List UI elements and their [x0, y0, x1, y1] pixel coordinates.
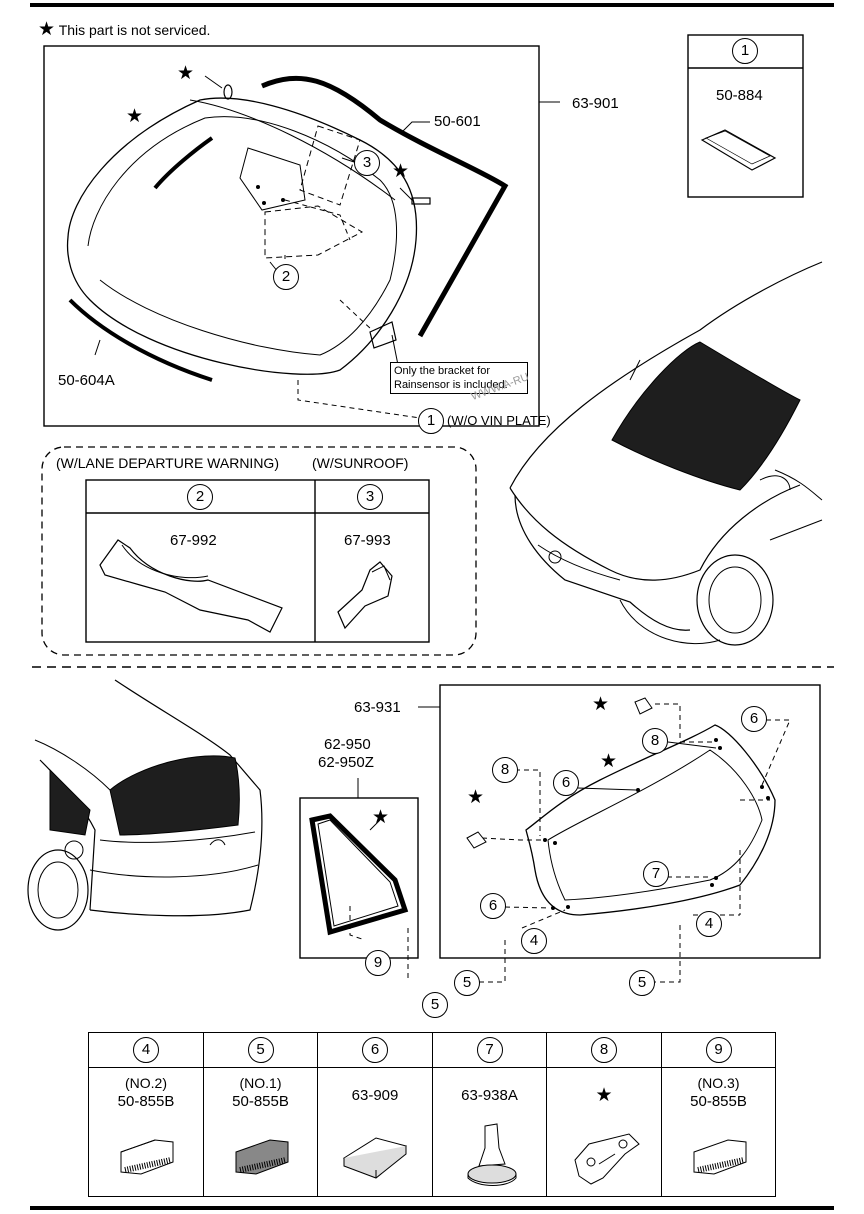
callout-6: 6 [480, 893, 506, 919]
part-8-cell: ★ [547, 1068, 661, 1196]
callout-4: 4 [696, 911, 722, 937]
part-5-icon [235, 1139, 288, 1175]
star-icon: ★ [177, 63, 195, 84]
part-6-cell: 63-909 [318, 1068, 432, 1196]
sticker-number: 1 [732, 38, 758, 64]
callout-4: 4 [521, 928, 547, 954]
bottom-rule [30, 1206, 834, 1210]
not-serviced-text: This part is not serviced. [58, 22, 211, 38]
option-2-part: 67-992 [170, 532, 217, 549]
part-9-qualifier: (NO.3) [697, 1075, 740, 1091]
part-9-icon [693, 1139, 746, 1175]
glass-part-number: 50-601 [434, 113, 481, 130]
rear-diagram [27, 679, 821, 983]
quarter-glass-part-1: 62-950 [324, 736, 371, 753]
callout-6: 6 [741, 706, 767, 732]
callout-8: 8 [492, 757, 518, 783]
star-icon: ★ [592, 694, 610, 715]
part-4-icon [120, 1139, 174, 1175]
option-3-number: 3 [357, 484, 383, 510]
part-5-number: 5 [247, 1037, 274, 1063]
ref1-note: (W/O VIN PLATE) [447, 413, 551, 428]
quarter-glass-part-2: 62-950Z [318, 754, 374, 771]
part-7-code: 63-938A [461, 1087, 518, 1104]
windshield-diagram [32, 34, 834, 668]
part-5-code: 50-855B [232, 1093, 289, 1110]
top-rule [30, 3, 834, 7]
star-icon: ★ [467, 787, 485, 808]
part-9-code: 50-855B [690, 1093, 747, 1110]
part-9-cell: (NO.3) 50-855B [662, 1068, 776, 1196]
callout-9: 9 [365, 950, 391, 976]
callout-5: 5 [629, 970, 655, 996]
part-7-cell: 63-938A [433, 1068, 547, 1196]
callout-8: 8 [642, 728, 668, 754]
part-4-code: 50-855B [117, 1093, 175, 1110]
part-8-star: ★ [595, 1085, 613, 1106]
part-9-number: 9 [705, 1037, 732, 1063]
callout-5: 5 [454, 970, 480, 996]
assembly-part-number: 63-901 [572, 95, 619, 112]
callout-5: 5 [422, 992, 448, 1018]
part-4-qualifier: (NO.2) [125, 1075, 167, 1091]
callout-7: 7 [643, 861, 669, 887]
part-6-icon [342, 1137, 408, 1179]
part-6-code: 63-909 [351, 1087, 399, 1104]
star-icon: ★ [126, 106, 144, 127]
part-5-cell: (NO.1) 50-855B [204, 1068, 318, 1196]
star-icon: ★ [38, 19, 56, 40]
callout-6: 6 [553, 770, 579, 796]
bracket-note-line-1: Only the bracket for [394, 365, 490, 377]
part-8-number: 8 [591, 1037, 617, 1063]
molding-part-number: 50-604A [58, 372, 115, 389]
parts-table: 4 5 6 7 8 9 (NO.2) 50-855B (NO.1) 50-855… [88, 1032, 776, 1197]
part-7-icon [467, 1123, 516, 1186]
part-4-number: 4 [133, 1037, 159, 1063]
liftgate-glass-part: 63-931 [354, 699, 401, 716]
part-5-qualifier: (NO.1) [239, 1075, 282, 1091]
part-6-number: 6 [362, 1037, 388, 1063]
part-4-cell: (NO.2) 50-855B [89, 1068, 203, 1196]
callout-2: 2 [273, 264, 299, 290]
star-icon: ★ [392, 161, 410, 182]
option-2-number: 2 [187, 484, 213, 510]
star-icon: ★ [600, 751, 618, 772]
not-serviced-note: ★ This part is not serviced. [38, 18, 210, 41]
bracket-note-line-2: Rainsensor is included. [394, 379, 508, 391]
star-icon: ★ [372, 807, 390, 828]
sticker-part-number: 50-884 [716, 87, 763, 104]
callout-3: 3 [354, 150, 380, 176]
bracket-note: Only the bracket for Rainsensor is inclu… [390, 362, 528, 394]
lane-departure-title: (W/LANE DEPARTURE WARNING) [56, 455, 279, 471]
callout-1: 1 [418, 408, 444, 434]
option-3-part: 67-993 [344, 532, 391, 549]
sunroof-title: (W/SUNROOF) [312, 455, 409, 471]
part-7-number: 7 [476, 1037, 503, 1063]
part-8-icon [574, 1133, 640, 1185]
